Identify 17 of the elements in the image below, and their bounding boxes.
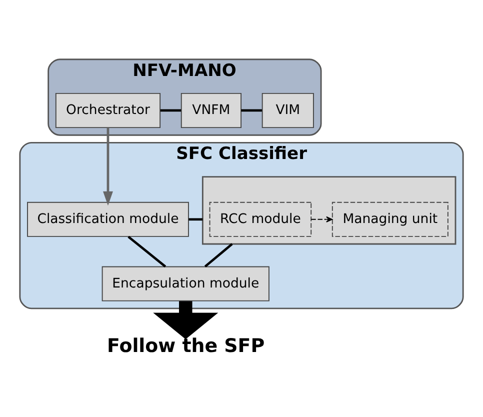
arrow [310,216,333,222]
connector [204,243,233,268]
connector [241,109,262,112]
connector [128,236,166,268]
arrow [153,301,218,340]
node-text: Follow the SFP [107,334,265,357]
node-box: Orchestrator [55,92,161,128]
arrow [103,128,113,206]
node-box: VIM [262,92,314,128]
node-box: VNFM [180,92,242,128]
connector [160,109,182,112]
cluster [202,176,456,245]
node-box: RCC module [209,202,312,237]
connector [188,218,203,221]
node-box: Encapsulation module [102,266,270,302]
node-box: Managing unit [332,202,448,237]
node-box: Classification module [27,202,189,237]
